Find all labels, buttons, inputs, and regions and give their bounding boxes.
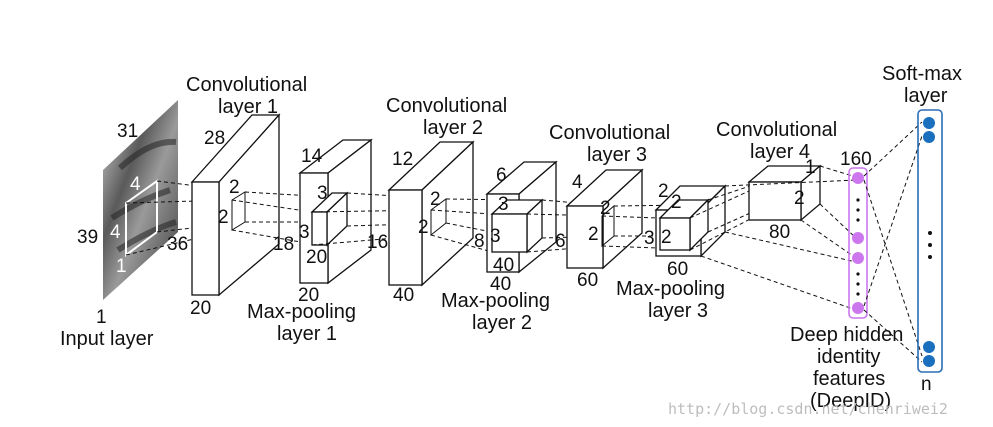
softmax-node <box>923 131 935 143</box>
pooling-layer-2: 6 8 40 3 3 40 Max-pooling layer 2 <box>441 160 558 334</box>
conv3-height: 6 <box>555 231 566 252</box>
deepid-node <box>852 252 864 264</box>
conv3-title-1: Convolutional <box>549 122 670 144</box>
pool1-kernel-w: 3 <box>317 183 328 204</box>
deepid-container <box>848 167 868 319</box>
connections-deepid-softmax <box>863 121 923 363</box>
conv1-height: 36 <box>167 234 188 255</box>
conv3-kernel-h: 2 <box>588 224 599 245</box>
conv4-height: 2 <box>794 188 805 209</box>
conv3-title-2: layer 3 <box>587 144 647 166</box>
softmax-title-1: Soft-max <box>882 63 962 85</box>
deepid-node <box>852 302 864 314</box>
conv-layer-2: Convolutional layer 2 12 16 40 2 2 <box>367 95 507 306</box>
softmax-node <box>923 355 935 367</box>
deepid-label-4: (DeepID) <box>810 390 891 412</box>
pool3-height: 3 <box>644 228 655 249</box>
conv3-kernel-w: 2 <box>600 198 611 219</box>
pool3-kernel-w: 2 <box>671 192 682 213</box>
softmax-node <box>923 117 935 129</box>
conv4-depth: 80 <box>769 222 790 243</box>
pool3-title-1: Max-pooling <box>616 278 725 300</box>
deepid-size: 160 <box>840 149 872 170</box>
pool1-width: 14 <box>301 146 323 167</box>
pool1-kernel-d: 20 <box>306 247 327 268</box>
softmax-container <box>917 109 943 373</box>
input-kernel-w-label: 4 <box>130 174 141 195</box>
input-layer: 31 39 1 4 4 1 Input layer <box>60 100 178 350</box>
conv-layer-1: Convolutional layer 1 28 36 20 2 2 <box>167 74 307 319</box>
deepid-label-1: Deep hidden <box>790 324 903 346</box>
deepid-layer: 160 Deep hidden identity features (DeepI… <box>790 149 903 412</box>
input-kernel-h-label: 4 <box>110 222 121 243</box>
conv1-kernel-w: 2 <box>229 177 240 198</box>
pool2-depth: 40 <box>490 274 511 295</box>
deepid-label-2: identity <box>817 346 880 368</box>
softmax-ellipsis <box>928 231 932 259</box>
pool1-depth: 20 <box>298 285 319 306</box>
conv-layer-3: Convolutional layer 3 4 6 60 2 2 <box>549 122 670 291</box>
input-depth-label: 1 <box>96 307 107 328</box>
softmax-title-2: layer <box>904 85 948 107</box>
conv2-width: 12 <box>392 149 413 170</box>
conv1-depth: 20 <box>190 298 211 319</box>
conv2-title-1: Convolutional <box>386 95 507 117</box>
pool1-title-2: layer 1 <box>277 323 337 345</box>
conv1-width: 28 <box>204 128 225 149</box>
conv1-kernel-h: 2 <box>218 207 229 228</box>
pool1-title-1: Max-pooling <box>247 301 356 323</box>
pooling-layer-3: 2 3 60 2 2 Max-pooling layer 3 <box>616 181 727 322</box>
conv2-height: 16 <box>367 232 388 253</box>
conv1-title-2: layer 1 <box>218 96 278 118</box>
pool2-height: 8 <box>474 231 485 252</box>
conv2-title-2: layer 2 <box>423 117 483 139</box>
conv2-kernel-h: 2 <box>418 217 429 238</box>
deepid-node <box>852 172 864 184</box>
input-height-label: 39 <box>77 227 98 248</box>
conv3-width: 4 <box>572 172 583 193</box>
connections-to-deepid <box>700 165 857 311</box>
pool3-depth: 60 <box>667 259 688 280</box>
pool3-kernel-h: 2 <box>661 227 672 248</box>
deepid-node <box>852 232 864 244</box>
softmax-size: n <box>921 374 932 395</box>
connections-conv1-pool1 <box>231 191 346 245</box>
conv2-depth: 40 <box>393 285 414 306</box>
softmax-layer: Soft-max layer n <box>882 63 962 395</box>
pool3-title-2: layer 3 <box>648 300 708 322</box>
conv-layer-4: Convolutional layer 4 1 2 80 <box>716 119 837 243</box>
deepid-label-3: features <box>813 368 885 390</box>
pool2-kernel-w: 3 <box>498 194 509 215</box>
deepid-ellipsis <box>856 198 860 296</box>
pool2-kernel-h: 3 <box>490 226 501 247</box>
conv2-kernel-w: 2 <box>430 189 441 210</box>
conv4-width: 1 <box>805 157 816 178</box>
pool1-height: 18 <box>273 234 294 255</box>
pool2-width: 6 <box>496 165 507 186</box>
input-kernel-d-label: 1 <box>116 256 127 277</box>
pool3-width: 2 <box>658 181 669 202</box>
input-face-texture <box>110 138 177 253</box>
softmax-node <box>923 341 935 353</box>
pool2-kernel-d: 40 <box>493 255 514 276</box>
watermark: http://blog.csdn.net/chenriwei2 <box>668 400 948 418</box>
conv4-title-1: Convolutional <box>716 119 837 141</box>
input-layer-title: Input layer <box>60 328 154 350</box>
conv1-title-1: Convolutional <box>186 74 307 96</box>
pool1-kernel-h: 3 <box>299 222 310 243</box>
pool2-title-2: layer 2 <box>472 312 532 334</box>
pool2-title-1: Max-pooling <box>441 290 550 312</box>
input-width-label: 31 <box>117 121 138 142</box>
conv3-depth: 60 <box>577 270 598 291</box>
conv4-title-2: layer 4 <box>750 141 810 163</box>
